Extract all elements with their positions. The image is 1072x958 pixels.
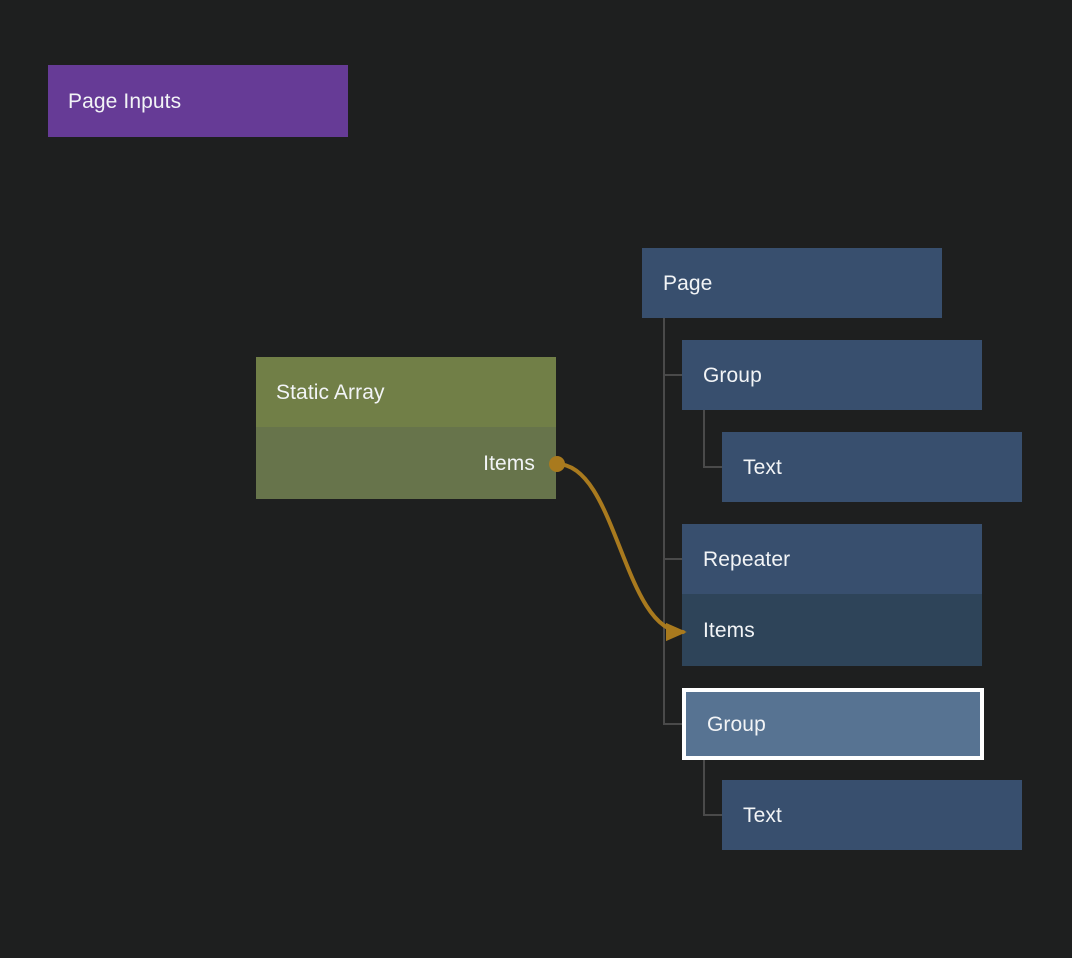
node-static-array-port-items[interactable]: Items: [256, 427, 556, 499]
node-group-1-title: Group: [703, 363, 762, 387]
node-group-1[interactable]: Group: [682, 340, 982, 410]
node-text-2[interactable]: Text: [722, 780, 1022, 850]
node-text-2-title: Text: [743, 803, 782, 827]
tree-connector-stub-text-2: [703, 814, 723, 816]
tree-connector-stub-repeater: [663, 558, 683, 560]
node-repeater-header[interactable]: Repeater: [682, 524, 982, 594]
node-page-inputs-title: Page Inputs: [68, 89, 182, 113]
node-page[interactable]: Page: [642, 248, 942, 318]
node-page-inputs[interactable]: Page Inputs: [48, 65, 348, 137]
node-static-array-title: Static Array: [276, 380, 385, 404]
tree-connector-group-1-trunk: [703, 410, 705, 467]
node-static-array[interactable]: Static Array Items: [256, 357, 556, 499]
node-text-1[interactable]: Text: [722, 432, 1022, 502]
node-static-array-port-items-label: Items: [483, 451, 535, 475]
node-group-2-header[interactable]: Group: [686, 692, 980, 756]
node-page-title: Page: [663, 271, 713, 295]
tree-connector-stub-group-1: [663, 374, 683, 376]
node-static-array-header[interactable]: Static Array: [256, 357, 556, 427]
node-repeater[interactable]: Repeater Items: [682, 524, 982, 666]
node-group-1-header[interactable]: Group: [682, 340, 982, 410]
tree-connector-group-2-trunk: [703, 760, 705, 815]
node-text-1-title: Text: [743, 455, 782, 479]
node-text-2-header[interactable]: Text: [722, 780, 1022, 850]
tree-connector-stub-text-1: [703, 466, 723, 468]
node-repeater-port-items[interactable]: Items: [682, 594, 982, 666]
node-page-inputs-header[interactable]: Page Inputs: [48, 65, 348, 137]
tree-connector-stub-group-2: [663, 723, 683, 725]
node-page-header[interactable]: Page: [642, 248, 942, 318]
node-group-2-title: Group: [707, 712, 766, 736]
node-repeater-port-items-label: Items: [703, 618, 755, 642]
node-repeater-title: Repeater: [703, 547, 791, 571]
node-group-2[interactable]: Group: [682, 688, 984, 760]
tree-connector-page-trunk: [663, 318, 665, 725]
node-text-1-header[interactable]: Text: [722, 432, 1022, 502]
